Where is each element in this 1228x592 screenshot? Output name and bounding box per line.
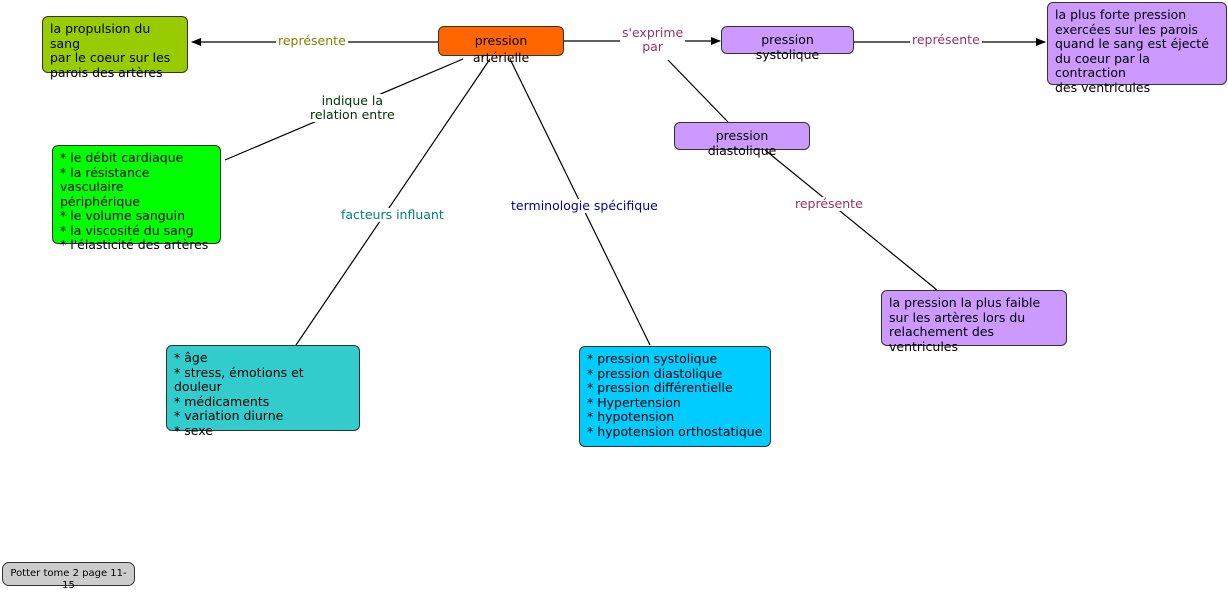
link-label-facteurs-influant: facteurs influant <box>339 207 446 222</box>
link-label-represente-systolique: représente <box>910 32 982 47</box>
link-label-terminologie: terminologie spécifique <box>509 198 660 213</box>
node-pression-systolique[interactable]: pression systolique <box>721 26 854 62</box>
node-faible-pression[interactable]: la pression la plus faible sur les artèr… <box>881 290 1067 353</box>
source-reference: Potter tome 2 page 11-15 <box>2 562 135 591</box>
link-label-indique-relation: indique la relation entre <box>308 93 397 122</box>
node-forte-pression[interactable]: la plus forte pression exercées sur les … <box>1047 2 1227 94</box>
line-diastolique-to-faible <box>764 149 938 291</box>
node-terminologie[interactable]: * pression systolique * pression diastol… <box>579 346 771 447</box>
link-label-represente: représente <box>276 33 348 48</box>
node-pression-arterielle[interactable]: pression artérielle <box>438 26 564 65</box>
node-propulsion[interactable]: la propulsion du sang par le coeur sur l… <box>42 16 188 79</box>
node-facteurs-relation[interactable]: * le débit cardiaque * la résistance vas… <box>52 145 221 252</box>
link-label-represente-diastolique: représente <box>793 196 865 211</box>
line-center-to-influant <box>295 58 491 346</box>
node-facteurs-influant[interactable]: * âge * stress, émotions et douleur * mé… <box>166 345 360 437</box>
node-pression-diastolique[interactable]: pression diastolique <box>674 122 810 158</box>
line-exprime-to-diastolique <box>667 59 729 123</box>
link-label-s-exprime-par: s'exprime par <box>620 25 686 54</box>
